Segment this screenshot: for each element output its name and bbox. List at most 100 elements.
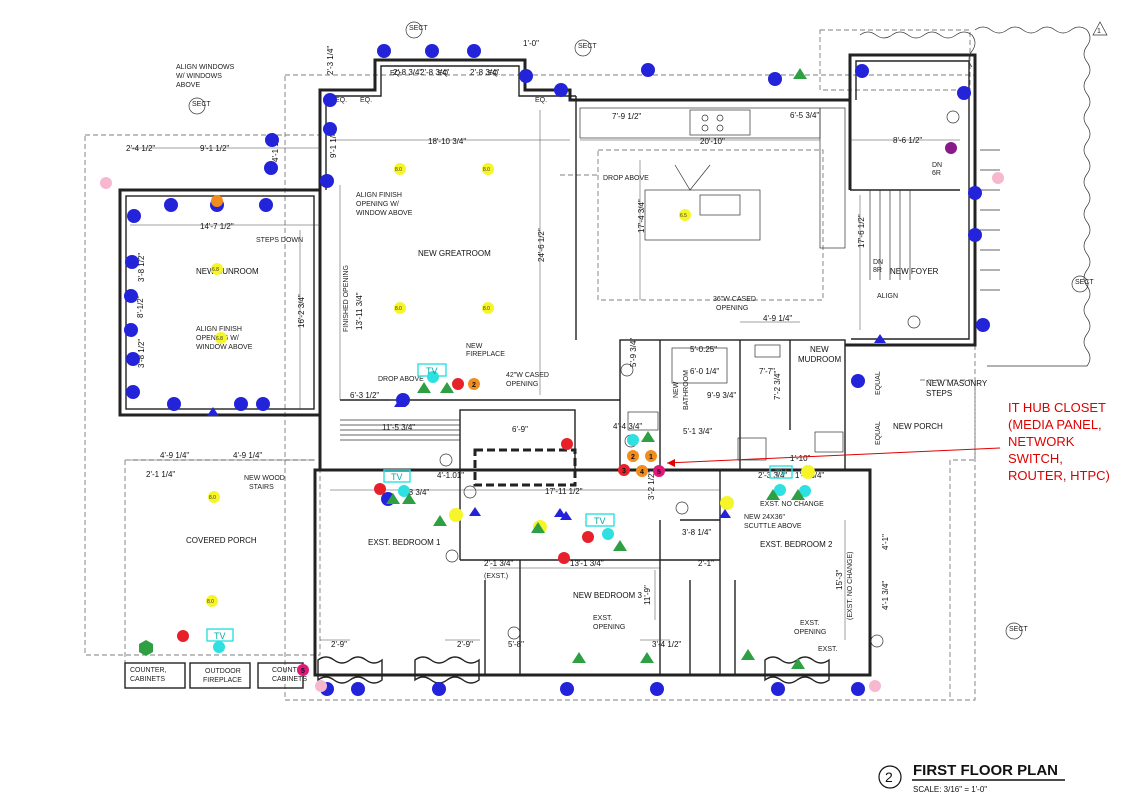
dim-label: 13'-1 3/4" [570, 559, 604, 568]
wall-device [207, 407, 219, 416]
access-point [124, 289, 138, 303]
dim-label: 2'-8 3/4" [393, 68, 422, 77]
access-point [968, 228, 982, 242]
ceiling-light-label: 6.8 [216, 336, 223, 342]
main-walls [318, 53, 977, 470]
dashed-outlines [84, 29, 976, 701]
room-label-porch: NEW PORCH [893, 422, 943, 431]
section-marker-label: SECT [409, 25, 428, 32]
ceiling-light [206, 595, 218, 607]
tv-box [769, 465, 793, 479]
access-point [265, 133, 279, 147]
dim-label: 5'-8" [508, 640, 524, 649]
network-devices [100, 44, 1004, 696]
section-marker-label: SECT [578, 43, 597, 50]
annotation-eq-3: EQ. [488, 70, 500, 77]
access-point [768, 72, 782, 86]
green-triangle [766, 489, 780, 500]
room-label-bedroom-1: EXST. BEDROOM 1 [368, 538, 441, 547]
hub-device-1 [645, 450, 657, 462]
annotation-equal-1: EQUAL [875, 371, 882, 395]
cyan-device [799, 485, 811, 497]
dim-label: 3'-8 3/4" [400, 488, 429, 497]
access-point [851, 374, 865, 388]
room-label-outdoor-fireplace-2: FIREPLACE [203, 677, 242, 684]
access-point [126, 352, 140, 366]
note-line: ROUTER, HTPC) [1008, 468, 1110, 483]
annotation-align-finish-b1: ALIGN FINISH [196, 326, 242, 333]
wall-device [394, 398, 406, 407]
dim-label: 6'-5 3/4" [790, 111, 819, 120]
green-triangle [572, 652, 586, 663]
access-point [323, 93, 337, 107]
access-point [976, 318, 990, 332]
ceiling-light [215, 332, 227, 344]
access-point [127, 209, 141, 223]
callout-leader-line [666, 447, 1001, 464]
dim-label: 3'-2 1/2" [647, 471, 656, 500]
dim-label: 9'-1 1/2" [200, 144, 229, 153]
view-number: 2 [885, 769, 893, 785]
dim-label: 7'-2 3/4" [773, 371, 782, 400]
annotation-align-finish-1: ALIGN FINISH [356, 192, 402, 199]
covered-porch-outline [124, 459, 315, 665]
foyer-stair-treads [869, 149, 1000, 291]
dim-label: 2'-4 1/2" [126, 144, 155, 153]
section-marker-label: SECT [1009, 626, 1028, 633]
orange-device [211, 195, 223, 207]
dim-label: 4'-1 3/4" [881, 581, 890, 610]
access-point [855, 64, 869, 78]
tv-box [383, 469, 411, 483]
annotation-cased-42-1: 42"W CASED [506, 372, 549, 379]
green-triangle [791, 489, 805, 500]
room-label-mudroom-1: NEW [810, 345, 829, 354]
access-point [519, 69, 533, 83]
access-point [560, 682, 574, 696]
annotation-exst-opening-1: EXST. [593, 615, 613, 622]
cyan-device [774, 484, 786, 496]
section-markers: SECT SECT SECT SECT SECT 1 [188, 21, 1108, 648]
dim-label: 3'-8 1/2" [137, 339, 146, 368]
red-outlet [177, 630, 189, 642]
annotation-align-finish-3: WINDOW ABOVE [356, 210, 413, 217]
green-triangle [433, 515, 447, 526]
annotation-exst-no-change-2: (EXST. NO CHANGE) [847, 552, 854, 620]
dim-label: 17'-4 3/4" [637, 199, 646, 233]
room-label-counter-left-1: COUNTER, [130, 667, 167, 674]
room-label-greatroom: NEW GREATROOM [418, 249, 491, 258]
numbered-markers: 2 5 [297, 378, 480, 676]
annotation-drop-above-1: DROP ABOVE [603, 175, 649, 182]
dim-label: 15'-3" [835, 569, 844, 590]
note-line: SWITCH, [1008, 451, 1063, 466]
room-label-masonry-1: NEW MASONRY [926, 379, 988, 388]
access-point [126, 385, 140, 399]
wall-device [554, 508, 566, 517]
ceiling-light [394, 302, 406, 314]
green-triangle [741, 649, 755, 660]
dim-label: 6'-9" [512, 425, 528, 434]
red-outlet [561, 438, 573, 450]
access-point [957, 86, 971, 100]
section-marker-label: SECT [192, 101, 211, 108]
room-label-counter-right-2: CABINETS [272, 676, 307, 683]
dim-label: 2'-8 3/4" [420, 68, 449, 77]
purple-device [945, 142, 957, 154]
cyan-device [627, 434, 639, 446]
ceiling-light [482, 163, 494, 175]
cyan-device [398, 485, 410, 497]
ceiling-light-label: 8.0 [395, 306, 402, 312]
drawing-title: FIRST FLOOR PLAN [913, 762, 1058, 779]
ceiling-light-label: 8.0 [207, 599, 214, 605]
note-line: NETWORK [1008, 434, 1075, 449]
dim-label: 24'-6 1/2" [537, 228, 546, 262]
dimension-lines [130, 110, 960, 641]
marker-number: 2 [472, 382, 476, 389]
access-point [377, 44, 391, 58]
access-point [234, 397, 248, 411]
dim-label: 5'-1 3/4" [683, 427, 712, 436]
annotation-dn-6r-b: 6R [932, 170, 941, 177]
dim-label: 7'-9 1/2" [612, 112, 641, 121]
hub-number: 4 [640, 469, 644, 476]
dim-label: 3'-4 1/2" [652, 640, 681, 649]
access-point [650, 682, 664, 696]
